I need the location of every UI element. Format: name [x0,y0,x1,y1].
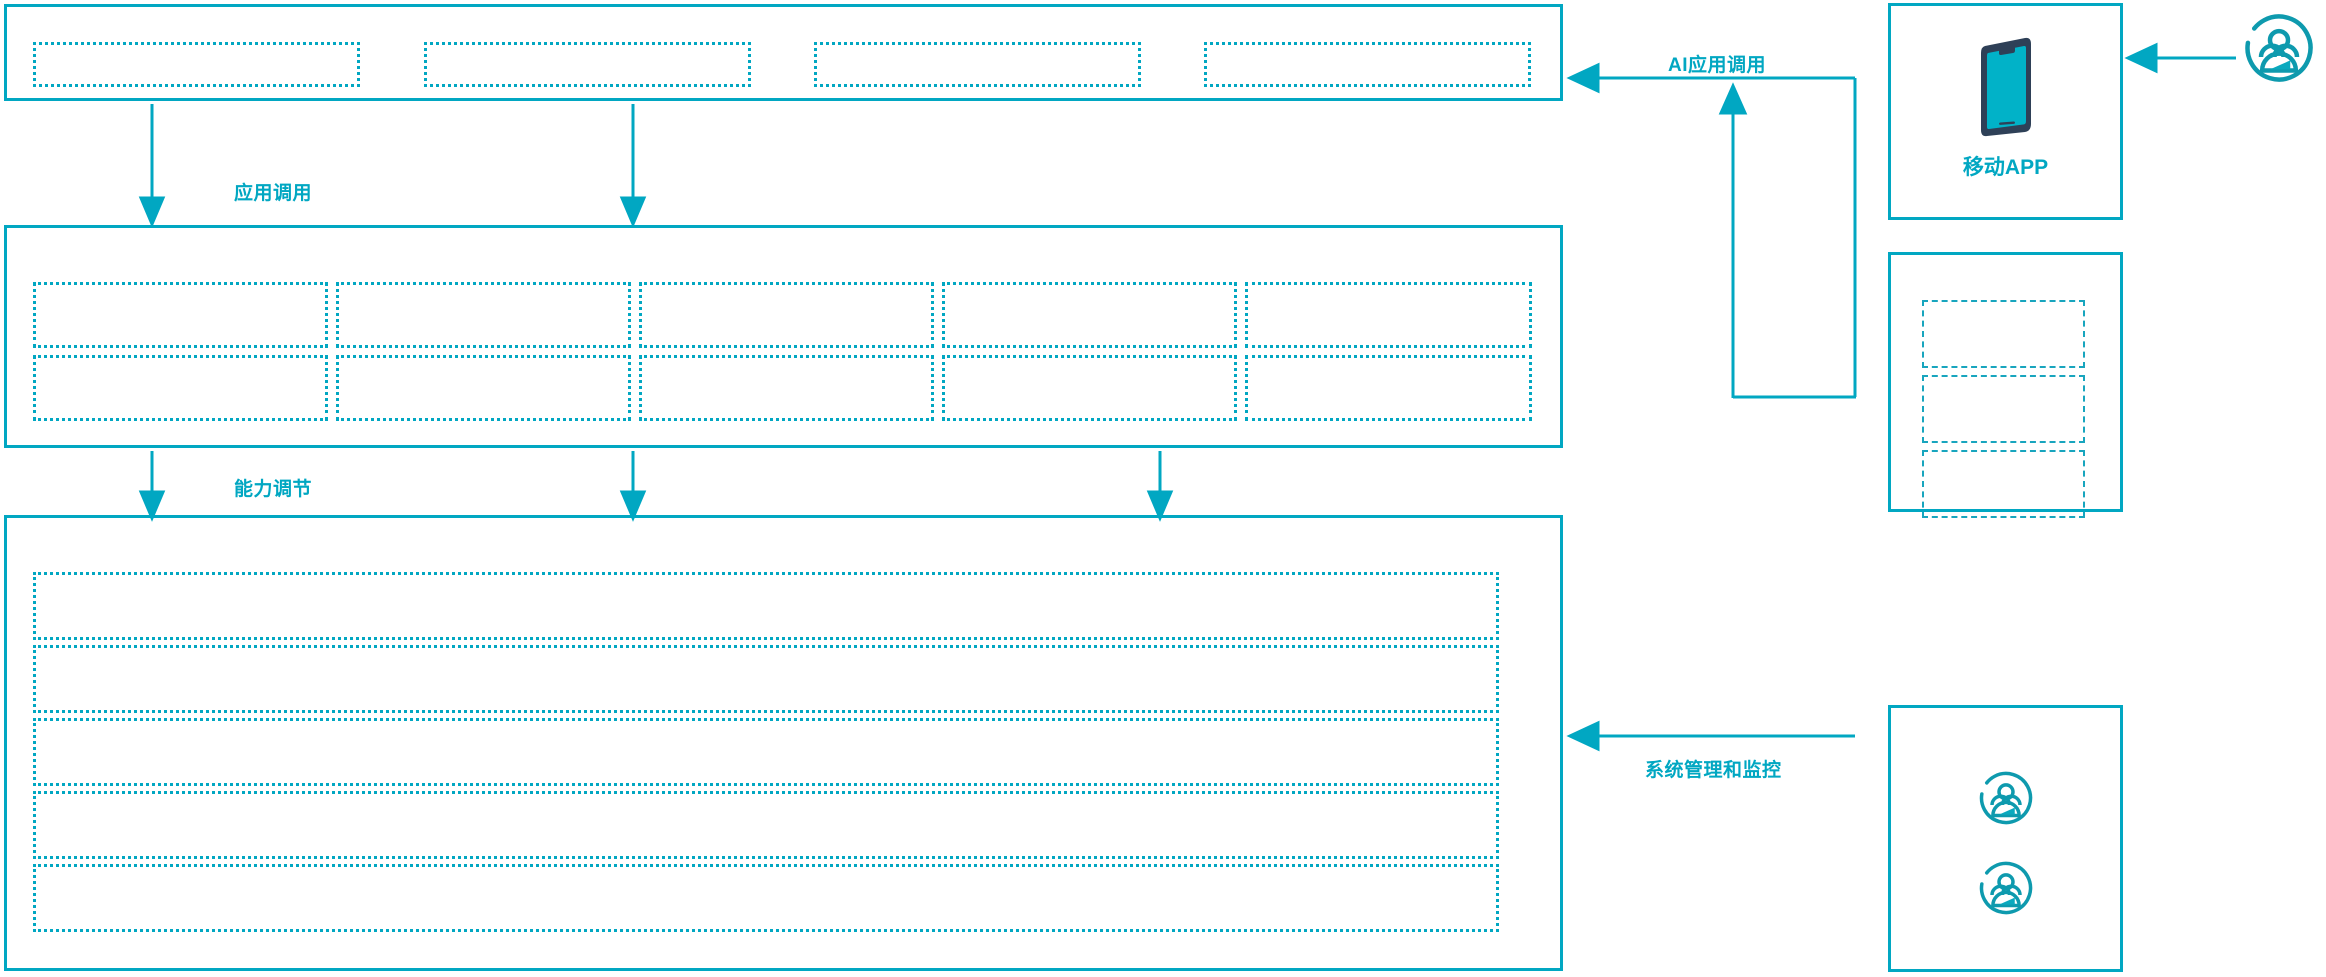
application-box[interactable] [33,42,360,87]
flow-label-sys-admin: 系统管理和监控 [1645,760,1782,781]
user-group-icon [2243,12,2315,89]
capability-box[interactable] [33,282,328,348]
admin-monitor-tile[interactable] [1888,705,2123,972]
platform-layer-panel [4,515,1563,971]
capability-box[interactable] [33,355,328,421]
capability-box[interactable] [942,282,1237,348]
platform-row[interactable] [33,791,1499,859]
platform-row[interactable] [33,645,1499,713]
flow-label-capability-call: 能力调节 [234,479,313,500]
user-group-icon [1978,770,2034,831]
capability-box[interactable] [336,355,631,421]
capability-box[interactable] [639,282,934,348]
capability-box[interactable] [1245,355,1532,421]
middle-tile-box[interactable] [1922,450,2085,518]
platform-row[interactable] [33,864,1499,932]
application-box[interactable] [424,42,751,87]
user-group-icon [1978,860,2034,921]
capability-layer-panel [4,225,1563,448]
middle-tile-box[interactable] [1922,300,2085,368]
capability-box[interactable] [1245,282,1532,348]
smartphone-icon [1975,34,2037,143]
capability-box[interactable] [639,355,934,421]
capability-box[interactable] [336,282,631,348]
platform-row[interactable] [33,718,1499,786]
mobile-app-tile[interactable]: 移动APP [1888,3,2123,220]
application-box[interactable] [814,42,1141,87]
application-box[interactable] [1204,42,1531,87]
mobile-app-caption: 移动APP [1962,156,2049,179]
middle-tile-box[interactable] [1922,375,2085,443]
flow-label-ai-app-call: AI应用调用 [1668,55,1767,76]
flow-label-app-call: 应用调用 [234,183,313,204]
platform-row[interactable] [33,572,1499,640]
capability-box[interactable] [942,355,1237,421]
